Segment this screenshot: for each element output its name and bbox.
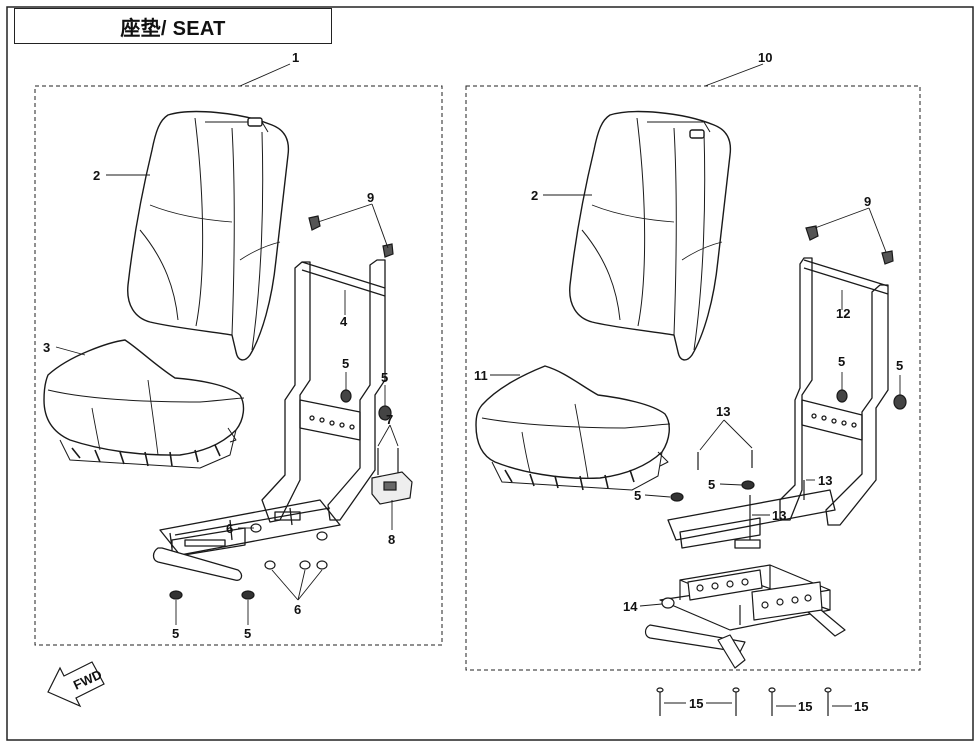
- left-backrest-part: [127, 110, 290, 361]
- callout-right-nut-b: 5: [896, 358, 903, 373]
- callout-right-frame: 12: [836, 306, 850, 321]
- callout-left-cushion: 3: [43, 340, 50, 355]
- callout-left-clip: 9: [367, 190, 374, 205]
- callout-right-nut-a: 5: [838, 354, 845, 369]
- right-backrest-part: [569, 110, 732, 361]
- callout-right-cushion: 11: [474, 368, 488, 383]
- right-group-box: [465, 85, 921, 671]
- callout-left-frame: 4: [340, 314, 348, 329]
- callout-right-nut-d: 5: [708, 477, 715, 492]
- fwd-arrow: FWD: [47, 661, 105, 708]
- left-frame-part: [152, 259, 386, 581]
- callout-right-clip: 9: [864, 194, 871, 209]
- callout-right-nut-c: 5: [634, 488, 641, 503]
- callout-left-nut-b: 5: [381, 370, 388, 385]
- left-group-box: [34, 85, 443, 646]
- callout-left-bolt: 7: [386, 412, 393, 427]
- leader-lines: [55, 63, 901, 707]
- callout-left-nut-d: 5: [244, 626, 251, 641]
- callout-left-backrest: 2: [93, 168, 100, 183]
- right-cushion-part: [475, 365, 671, 491]
- diagram-title: 座垫/ SEAT: [120, 17, 226, 40]
- callout-left-nut-c: 5: [172, 626, 179, 641]
- title-box: 座垫/ SEAT: [14, 8, 332, 44]
- callout-right-screw-b: 15: [798, 699, 812, 714]
- callout-right-slider: 14: [623, 599, 638, 614]
- callout-right-bolt-a: 13: [716, 404, 730, 419]
- left-cushion-part: [43, 339, 245, 469]
- callout-right-screw-c: 15: [854, 699, 868, 714]
- callout-right-bolt-c: 13: [772, 508, 786, 523]
- right-frame-part: [667, 257, 889, 549]
- callout-left-nut-a: 5: [342, 356, 349, 371]
- right-slider-part: [644, 564, 846, 669]
- callout-left-bracket: 8: [388, 532, 395, 547]
- callout-right-assembly: 10: [758, 50, 772, 65]
- callout-left-spacer-b: 6: [294, 602, 301, 617]
- right-hardware: [656, 225, 907, 716]
- callout-left-spacer-a: 6: [226, 521, 233, 536]
- callout-right-screw-a: 15: [689, 696, 703, 711]
- left-hardware: [169, 215, 413, 600]
- callout-right-bolt-b: 13: [818, 473, 832, 488]
- callout-left-assembly: 1: [292, 50, 299, 65]
- callout-labels: 1 2 3 4 5 5 5 5 6 6 7 8 9 10 2 11 12 5 5…: [43, 50, 903, 714]
- outer-border: [6, 6, 974, 741]
- callout-right-backrest: 2: [531, 188, 538, 203]
